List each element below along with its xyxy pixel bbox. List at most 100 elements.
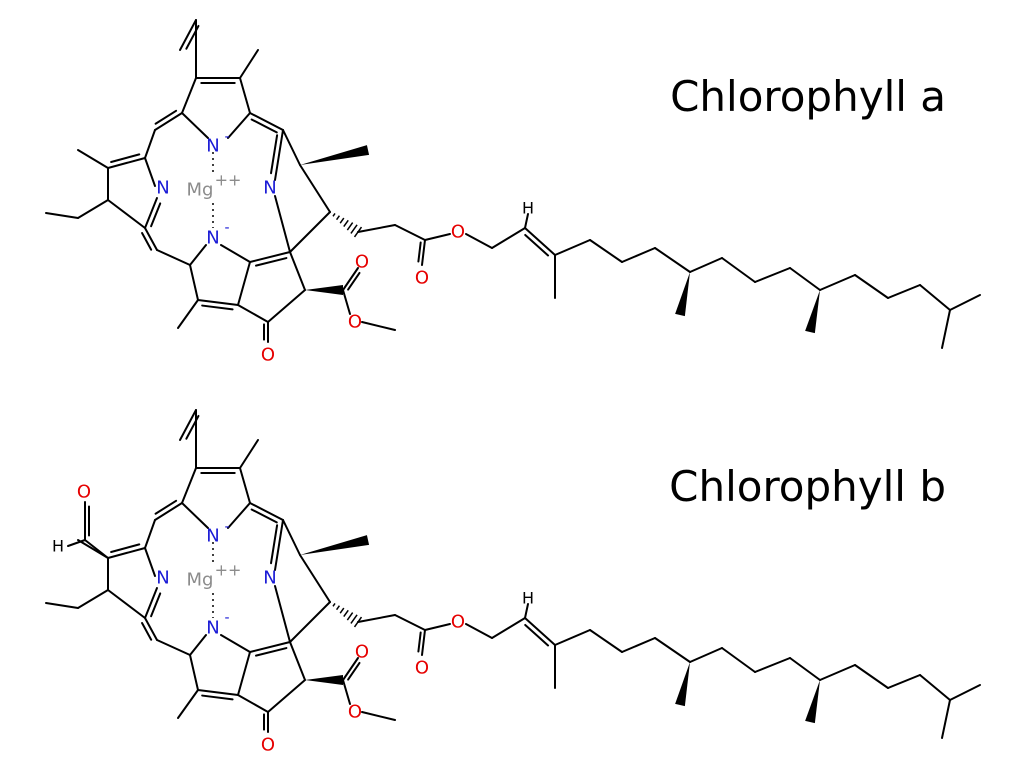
vinyl-h: H	[522, 589, 534, 608]
n-anion-top: -	[224, 519, 229, 535]
ring-c-bottom-bond	[289, 601, 331, 643]
ring-a-n-right	[227, 502, 251, 529]
meso-bridge-c-bottom-second	[255, 647, 288, 657]
ring-c-bottom-bond	[289, 211, 331, 253]
ester-carbonyl	[342, 657, 359, 681]
phytyl-bond-5	[654, 247, 691, 273]
phytyl-bond-4	[621, 637, 656, 653]
ring-d-right-bond	[237, 261, 251, 306]
chain-carbonyl-second	[417, 631, 422, 653]
phytyl-double-bond-second	[524, 623, 550, 647]
ring-c-n-top-second	[270, 134, 279, 175]
phytyl-bond-1	[491, 617, 526, 639]
ring-b-top-bond	[144, 519, 156, 549]
ester-o-bond	[342, 679, 351, 705]
mg-atom: Mg	[187, 570, 214, 591]
ring-c-n-bottom	[274, 585, 291, 643]
ring-c-methyl-wedge	[300, 145, 370, 165]
aldehyde-o: O	[77, 482, 91, 503]
meso-bridge-a-left-second	[154, 109, 178, 125]
ring-a-methyl-bond	[239, 49, 259, 79]
ethyl-bond-2	[45, 212, 79, 219]
ring-a-methyl-bond	[239, 439, 259, 469]
phytyl-bond-8	[754, 267, 791, 283]
chain-bond-2	[394, 224, 426, 241]
ring-c-chain-hash-5	[346, 222, 354, 231]
phytyl-h-bond	[524, 603, 529, 619]
meso-bridge-a-left	[154, 502, 183, 521]
n-anion-bottom: -	[224, 220, 229, 236]
phytyl-double-bond	[524, 617, 556, 646]
ring-a-left-bond	[181, 467, 197, 504]
chain-carbonyl	[421, 629, 426, 656]
ring-d-n-left	[189, 634, 207, 656]
aldehyde-h-bond	[67, 539, 86, 547]
ring-c-chain-hash-5	[346, 612, 354, 621]
phytyl-bond-1	[491, 227, 526, 249]
ring-b-double-bond	[107, 157, 146, 169]
phytyl-methyl-wedge-1	[675, 662, 690, 707]
ring-b-n-bottom-second	[150, 202, 162, 228]
ring-c-n-top	[274, 519, 284, 571]
five-ring-b	[267, 289, 306, 323]
ring-a-n-right	[227, 112, 251, 139]
phytyl-bond-8	[754, 657, 791, 673]
ring-c-right-bond	[299, 554, 331, 603]
ring-c-chain-hash-4	[343, 219, 349, 228]
ring-a-right-bond	[239, 467, 251, 504]
phytyl-bond-2	[554, 629, 591, 646]
chain-bond-2	[394, 614, 426, 631]
ester-methyl-bond	[361, 321, 396, 331]
mg-charge: ++	[215, 561, 242, 580]
phytyl-bond-9	[789, 267, 821, 291]
ring-d-methyl-bond	[177, 689, 199, 719]
phytyl-end-2	[941, 699, 951, 739]
n-anion-bottom: -	[224, 610, 229, 626]
phytyl-bond-7	[721, 647, 756, 673]
phytyl-bond-6	[689, 647, 723, 663]
n-atom-left: N	[156, 568, 169, 589]
ring-c-chain-hash-2	[335, 215, 341, 221]
ester-carbonyl-second	[347, 661, 361, 681]
chain-ester-o: O	[451, 222, 465, 243]
five-ring-a	[289, 641, 306, 681]
ring-d-double-bond-second	[201, 694, 234, 701]
ketone-o: O	[261, 735, 275, 756]
meso-bridge-c-bottom	[249, 251, 291, 263]
n-atom-bottom: N	[206, 228, 219, 249]
meso-bridge-b-bottom	[144, 227, 158, 251]
meso-bridge-b-bottom-second	[141, 622, 153, 641]
vinyl-h: H	[522, 199, 534, 218]
ring-d-double-bond	[197, 689, 239, 696]
five-ring-b	[267, 679, 306, 713]
ring-c-methyl-wedge	[300, 535, 370, 555]
ring-a-right-bond	[239, 77, 251, 114]
ester-carbonyl	[342, 267, 359, 291]
phytyl-bond-12	[887, 674, 921, 689]
phytyl-bond-10	[819, 274, 856, 291]
phytyl-bond-0	[465, 233, 493, 249]
phytyl-methyl-wedge-2	[805, 290, 820, 334]
ring-d-n-left	[189, 244, 207, 266]
ring-b-bottom-bond	[107, 199, 146, 229]
ring-d-n-right	[220, 634, 251, 653]
phytyl-double-bond	[524, 227, 556, 256]
meso-bridge-c-bottom-second	[255, 257, 288, 267]
phytyl-bond-13	[919, 284, 951, 311]
phytyl-bond-5	[654, 637, 691, 663]
phytyl-bond-13	[919, 674, 951, 701]
n-atom-right: N	[263, 178, 276, 199]
ring-c-chain-hash-4	[343, 609, 349, 618]
phytyl-methyl-wedge-1	[675, 272, 690, 317]
n-atom-left: N	[156, 178, 169, 199]
phytyl-bond-4	[621, 247, 656, 263]
chain-ester-o: O	[451, 612, 465, 633]
meso-bridge-a-right-second	[250, 118, 278, 134]
meso-bridge-a-right	[249, 112, 284, 131]
chain-carbonyl	[421, 239, 426, 266]
ring-a-left-bond	[181, 77, 197, 114]
phytyl-bond-6	[689, 257, 723, 273]
n-atom-top: N	[206, 136, 219, 157]
